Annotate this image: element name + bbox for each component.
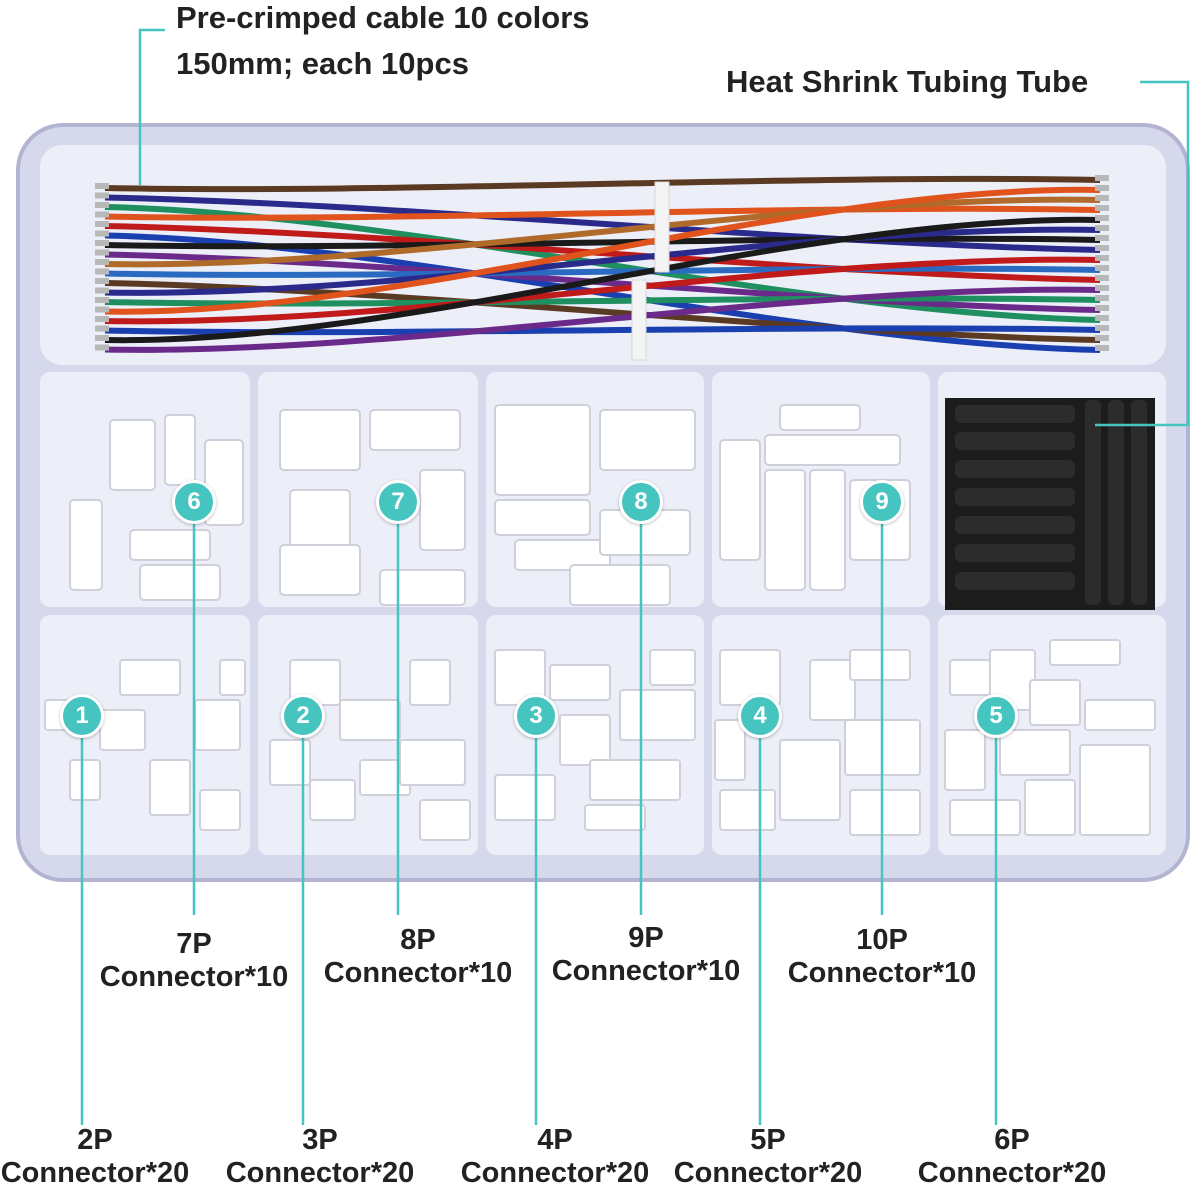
wire <box>104 186 1101 315</box>
caption-label: Connector*20 <box>460 1157 650 1190</box>
caption-4p: 4P Connector*20 <box>455 1124 655 1191</box>
caption-size: 4P <box>537 1124 573 1156</box>
crimp-terminal <box>95 297 109 303</box>
crimp-terminal <box>1095 295 1109 301</box>
crimp-terminal <box>95 268 109 275</box>
caption-7p: 7P Connector*10 <box>94 928 294 995</box>
caption-label: Connector*10 <box>787 957 977 990</box>
wire <box>104 216 1101 344</box>
crimp-terminal <box>95 183 109 189</box>
wire <box>104 205 1101 221</box>
crimp-terminal <box>1095 345 1109 351</box>
caption-label: Connector*20 <box>225 1157 415 1190</box>
caption-3p: 3P Connector*20 <box>220 1124 420 1191</box>
badge-7: 7 <box>376 480 420 524</box>
wire <box>104 235 1101 250</box>
cable-title-line1: Pre-crimped cable 10 colors <box>176 0 590 35</box>
wire <box>104 226 1101 296</box>
badge-2: 2 <box>281 694 325 738</box>
crimp-terminal <box>1095 335 1109 341</box>
caption-size: 5P <box>750 1124 786 1156</box>
crimp-terminal <box>95 316 109 322</box>
crimp-terminal <box>1095 255 1109 261</box>
crimp-terminal <box>95 278 109 284</box>
crimp-terminal <box>95 249 109 256</box>
caption-label: Connector*20 <box>0 1157 190 1190</box>
crimp-terminal <box>95 325 109 332</box>
crimp-terminal <box>95 211 109 218</box>
caption-10p: 10P Connector*10 <box>782 924 982 991</box>
crimp-terminal <box>1095 265 1109 271</box>
crimp-terminal <box>1095 305 1109 311</box>
badge-5: 5 <box>974 694 1018 738</box>
caption-9p: 9P Connector*10 <box>546 922 746 989</box>
caption-label: Connector*20 <box>917 1157 1107 1190</box>
caption-size: 8P <box>400 924 436 956</box>
caption-size: 6P <box>994 1124 1030 1156</box>
crimp-terminal <box>1095 195 1109 201</box>
crimp-terminal <box>1095 245 1109 251</box>
wire <box>104 196 1101 268</box>
badge-8: 8 <box>619 480 663 524</box>
connector-pieces <box>44 404 1156 841</box>
wire-bundle <box>95 175 1109 353</box>
crimp-terminal <box>95 259 109 265</box>
caption-label: Connector*10 <box>551 955 741 988</box>
caption-6p: 6P Connector*20 <box>912 1124 1112 1191</box>
caption-label: Connector*10 <box>323 957 513 990</box>
crimp-terminal <box>95 306 109 313</box>
crimp-terminal <box>1095 315 1109 321</box>
crimp-terminal <box>1095 235 1109 241</box>
badge-3: 3 <box>514 694 558 738</box>
heat-shrink-tubing <box>945 398 1155 610</box>
caption-size: 3P <box>302 1124 338 1156</box>
crimp-terminal <box>1095 205 1109 211</box>
cable-tie <box>654 181 670 273</box>
cable-tie <box>631 279 647 361</box>
callout-lines <box>80 28 1190 1125</box>
crimp-terminal <box>95 202 109 208</box>
wire <box>104 194 1101 253</box>
crimp-terminal <box>1095 175 1109 181</box>
crimp-terminal <box>95 287 109 294</box>
crimp-terminal <box>1095 185 1109 191</box>
crimp-terminal <box>1095 275 1109 281</box>
crimp-terminal <box>95 230 109 237</box>
wire <box>104 256 1101 325</box>
crimp-terminal <box>95 192 109 199</box>
badge-6: 6 <box>172 480 216 524</box>
badge-4: 4 <box>738 694 782 738</box>
wire <box>104 286 1101 353</box>
caption-2p: 2P Connector*20 <box>0 1124 190 1191</box>
crimp-terminal <box>95 344 109 351</box>
crimp-terminal <box>95 221 109 227</box>
wire <box>104 265 1101 278</box>
badge-1: 1 <box>60 694 104 738</box>
wire <box>104 175 1101 193</box>
caption-size: 2P <box>77 1124 113 1156</box>
caption-label: Connector*10 <box>99 961 289 994</box>
badge-9: 9 <box>860 480 904 524</box>
crimp-terminal <box>1095 285 1109 291</box>
caption-label: Connector*20 <box>673 1157 863 1190</box>
crimp-terminal <box>1095 325 1109 331</box>
crimp-terminal <box>95 240 109 246</box>
tubing-title: Heat Shrink Tubing Tube <box>726 64 1089 99</box>
crimp-terminal <box>1095 215 1109 221</box>
caption-8p: 8P Connector*10 <box>318 924 518 991</box>
crimp-terminal <box>95 335 109 341</box>
cable-title-line2: 150mm; each 10pcs <box>176 46 469 81</box>
caption-5p: 5P Connector*20 <box>668 1124 868 1191</box>
caption-size: 9P <box>628 922 664 954</box>
crimp-terminal <box>1095 225 1109 231</box>
caption-size: 10P <box>856 924 908 956</box>
caption-size: 7P <box>176 928 212 960</box>
